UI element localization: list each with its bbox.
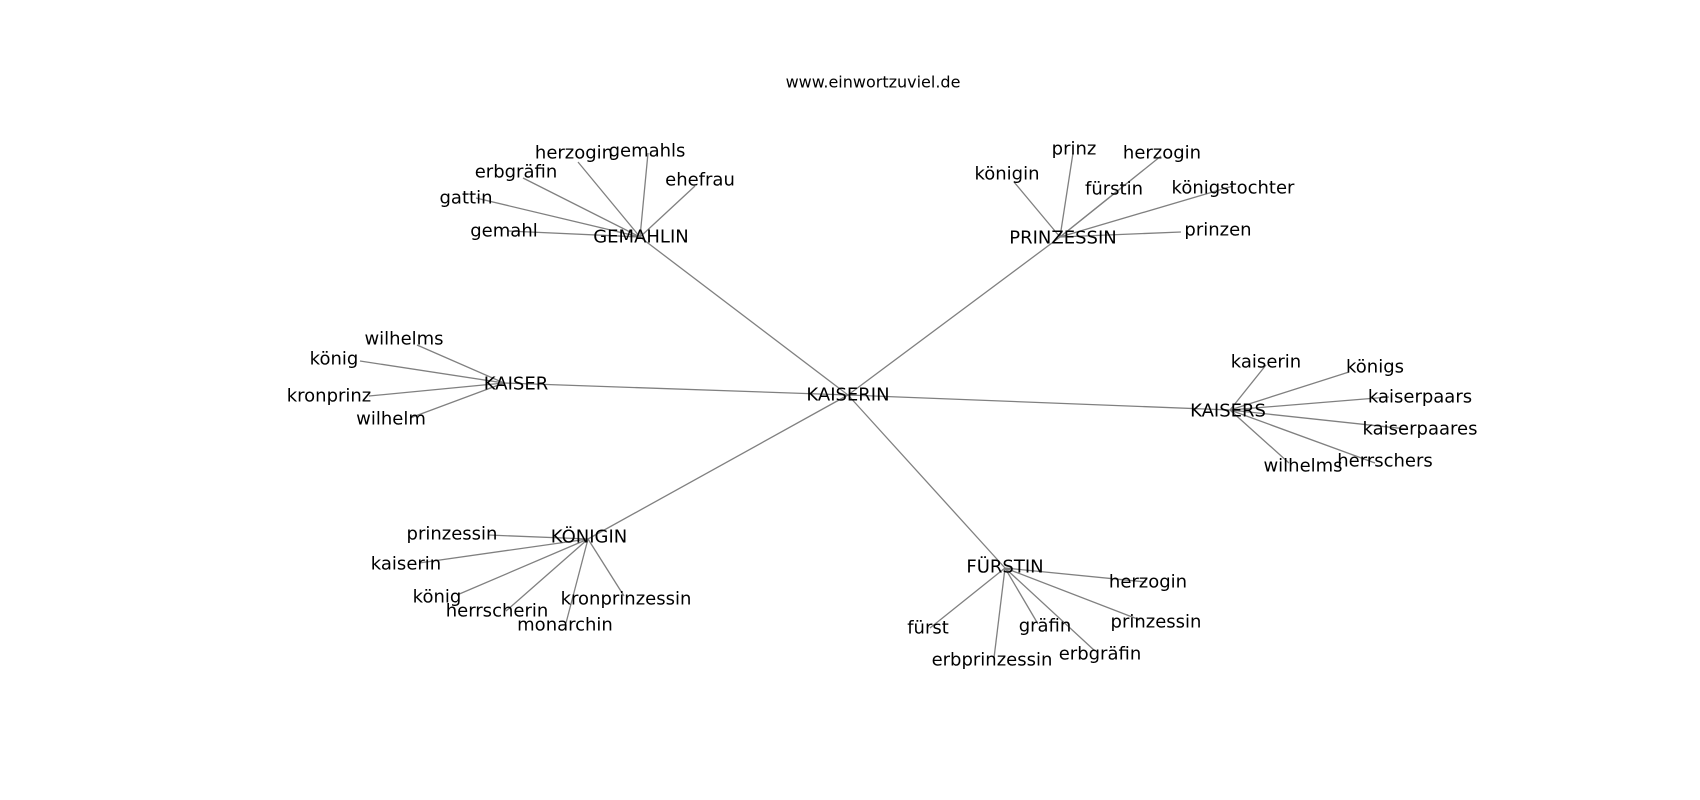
leaf-node-kaisers-wilhelms: wilhelms <box>1263 456 1342 477</box>
label-layer: KAISERINGEMAHLINherzogingemahlsehefrauer… <box>287 139 1478 671</box>
leaf-node-fuerstin-prinzessin: prinzessin <box>1111 612 1202 633</box>
hub-node-gemahlin: GEMAHLIN <box>593 227 689 248</box>
edge-center-kaisers <box>847 394 1231 411</box>
leaf-node-kaiser-wilhelms: wilhelms <box>364 329 443 350</box>
hub-node-kaiser: KAISER <box>484 374 548 395</box>
leaf-node-gemahlin-gattin: gattin <box>440 188 493 209</box>
leaf-node-koenigin-kaiserin: kaiserin <box>371 554 441 575</box>
edge-center-kaiser <box>503 382 849 396</box>
leaf-node-prinzessin-herzogin: herzogin <box>1123 143 1201 164</box>
leaf-node-prinzessin-fuerstin: fürstin <box>1085 179 1143 200</box>
edge-layer <box>359 152 1408 659</box>
edge-fuerstin-herzogin <box>1004 567 1147 583</box>
edge-gemahlin-gemahls <box>639 152 649 238</box>
edge-prinzessin-koenigin <box>1013 181 1061 238</box>
leaf-node-gemahlin-gemahl: gemahl <box>470 221 537 242</box>
edge-center-koenigin <box>587 394 849 540</box>
center-node-label: KAISERIN <box>806 385 889 406</box>
edge-koenigin-monarchin <box>565 538 589 624</box>
edge-gemahlin-erbgraefin <box>522 177 641 238</box>
edge-kaiser-wilhelm <box>409 382 505 419</box>
edge-center-prinzessin <box>847 236 1061 396</box>
edge-fuerstin-graefin <box>1004 567 1039 625</box>
leaf-node-prinzessin-prinzen: prinzen <box>1184 220 1251 241</box>
edge-kaisers-wilhelms <box>1229 409 1290 464</box>
edge-gemahlin-herzogin <box>577 161 641 238</box>
edge-fuerstin-erbgraefin <box>1004 567 1096 652</box>
leaf-node-kaisers-kaiserin: kaiserin <box>1231 352 1301 373</box>
edge-koenigin-koenig <box>456 538 589 596</box>
hub-node-fuerstin: FÜRSTIN <box>966 556 1043 578</box>
leaf-node-gemahlin-herzogin: herzogin <box>535 143 613 164</box>
leaf-node-gemahlin-erbgraefin: erbgräfin <box>475 162 558 183</box>
edge-kaisers-kaiserpaars <box>1229 396 1390 411</box>
leaf-node-kaiser-koenig: könig <box>310 349 359 370</box>
leaf-node-gemahlin-ehefrau: ehefrau <box>665 170 735 191</box>
edge-koenigin-prinzessin <box>487 534 589 540</box>
edge-kaiser-wilhelms <box>416 344 505 384</box>
edge-fuerstin-fuerst <box>929 567 1006 629</box>
hub-node-kaisers: KAISERS <box>1190 401 1266 422</box>
edge-kaisers-koenigs <box>1229 371 1350 411</box>
edge-kaisers-kaiserpaares <box>1229 409 1408 430</box>
hub-node-koenigin: KÖNIGIN <box>551 526 627 548</box>
edge-kaiser-kronprinz <box>368 382 505 397</box>
site-watermark: www.einwortzuviel.de <box>786 73 961 92</box>
leaf-node-koenigin-koenig: könig <box>413 587 462 608</box>
edge-kaisers-herrschers <box>1229 409 1376 464</box>
leaf-node-kaisers-koenigs: königs <box>1346 357 1404 378</box>
leaf-node-prinzessin-koenigin: königin <box>974 164 1039 185</box>
leaf-node-koenigin-prinzessin: prinzessin <box>407 524 498 545</box>
edge-prinzessin-fuerstin <box>1059 188 1121 238</box>
leaf-node-prinzessin-prinz: prinz <box>1052 139 1097 160</box>
edge-kaisers-kaiserin <box>1229 364 1267 411</box>
leaf-node-fuerstin-erbgraefin: erbgräfin <box>1059 644 1142 665</box>
leaf-node-koenigin-herrscherin: herrscherin <box>446 601 549 622</box>
leaf-node-kaisers-herrschers: herrschers <box>1337 451 1433 472</box>
edge-koenigin-herrscherin <box>505 538 589 612</box>
edge-prinzessin-koenigstochter <box>1059 185 1234 238</box>
edge-fuerstin-prinzessin <box>1004 567 1141 621</box>
leaf-node-fuerstin-fuerst: fürst <box>907 618 949 639</box>
edge-fuerstin-erbprinzessin <box>993 567 1006 659</box>
leaf-node-kaiser-wilhelm: wilhelm <box>356 409 426 430</box>
edge-gemahlin-gemahl <box>507 230 641 238</box>
leaf-node-kaisers-kaiserpaares: kaiserpaares <box>1363 419 1478 440</box>
edge-center-gemahlin <box>639 236 849 396</box>
edge-gemahlin-gattin <box>475 197 641 238</box>
leaf-node-gemahlin-gemahls: gemahls <box>609 141 686 162</box>
leaf-node-fuerstin-erbprinzessin: erbprinzessin <box>932 650 1053 671</box>
hub-node-prinzessin: PRINZESSIN <box>1009 228 1116 249</box>
edge-gemahlin-ehefrau <box>639 185 696 238</box>
leaf-node-prinzessin-koenigstochter: königstochter <box>1172 178 1296 199</box>
leaf-node-kaiser-kronprinz: kronprinz <box>287 386 372 407</box>
leaf-node-koenigin-monarchin: monarchin <box>517 615 613 636</box>
leaf-node-fuerstin-graefin: gräfin <box>1019 616 1072 637</box>
edge-prinzessin-prinzen <box>1059 231 1182 238</box>
edge-koenigin-kaiserin <box>418 538 589 564</box>
leaf-node-kaisers-kaiserpaars: kaiserpaars <box>1368 387 1472 408</box>
edge-prinzessin-prinz <box>1059 152 1074 238</box>
edge-koenigin-kronprinzessin <box>587 538 625 597</box>
edge-kaiser-koenig <box>359 360 505 384</box>
edge-center-fuerstin <box>847 394 1006 569</box>
leaf-node-koenigin-kronprinzessin: kronprinzessin <box>561 589 692 610</box>
leaf-node-fuerstin-herzogin: herzogin <box>1109 572 1187 593</box>
